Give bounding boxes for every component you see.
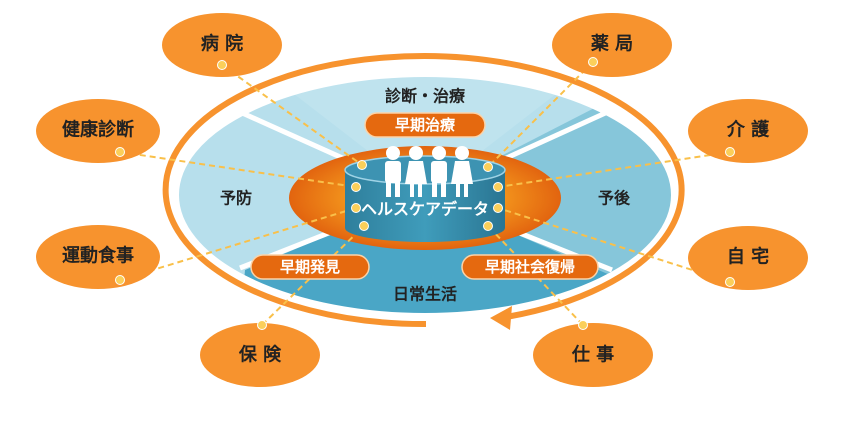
people-icon xyxy=(385,146,473,197)
bubble-pharmacy-label: 薬 局 xyxy=(591,34,633,55)
bubble-hospital-label: 病 院 xyxy=(201,33,243,55)
pill-early-treatment xyxy=(364,112,486,138)
bubble-exercise-label: 運動食事 xyxy=(62,245,134,267)
pill-early-treatment-label: 早期治療 xyxy=(395,116,456,134)
pill-early-return xyxy=(461,254,599,280)
center-label: ヘルスケアデータ xyxy=(361,200,489,219)
bubble-hospital: 病 院 xyxy=(162,13,282,77)
cycle-arrow xyxy=(162,53,685,328)
phase-left-label: 予防 xyxy=(220,189,252,208)
connector-dots xyxy=(351,160,503,231)
bubble-care-label: 介 護 xyxy=(726,119,770,141)
phase-right-label: 予後 xyxy=(598,189,631,208)
pill-early-discovery-label: 早期発見 xyxy=(280,258,340,276)
bubble-checkup-label: 健康診断 xyxy=(62,119,134,141)
bubble-work: 仕 事 xyxy=(533,320,653,387)
phase-bottom-label: 日常生活 xyxy=(393,285,457,304)
pill-early-return-label: 早期社会復帰 xyxy=(485,258,575,276)
bubble-home-label: 自 宅 xyxy=(727,246,769,268)
bubble-insurance: 保 険 xyxy=(200,320,320,387)
pill-early-discovery xyxy=(250,254,370,280)
bubble-care: 介 護 xyxy=(688,99,808,163)
phase-top-label: 診断・治療 xyxy=(385,87,466,106)
bubble-work-label: 仕 事 xyxy=(571,344,614,366)
bubble-checkup: 健康診断 xyxy=(36,99,160,163)
bubble-home: 自 宅 xyxy=(688,226,808,290)
phase-bottom-segment xyxy=(240,195,620,315)
arrowhead-icon xyxy=(490,306,512,330)
bubble-pharmacy: 薬 局 xyxy=(552,13,672,77)
bubble-exercise: 運動食事 xyxy=(36,225,160,289)
bubble-insurance-label: 保 険 xyxy=(238,344,282,366)
